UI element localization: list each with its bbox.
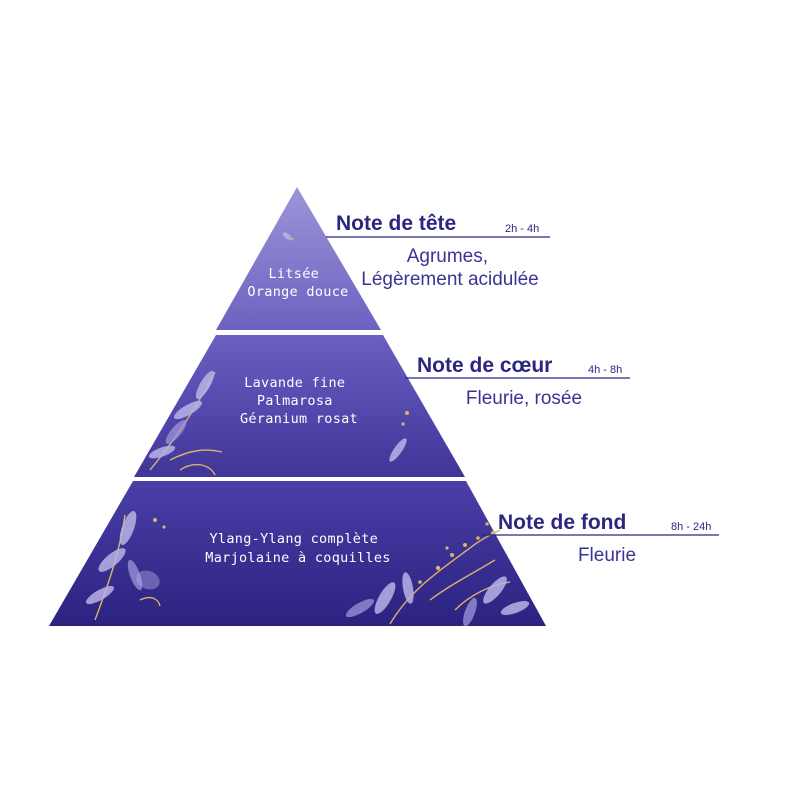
ingredient: Litsée <box>268 266 319 282</box>
leaf-sprig-icon <box>148 370 409 476</box>
ingredient: Marjolaine à coquilles <box>205 550 390 566</box>
note-title: Note de fond <box>498 511 626 534</box>
gold-branch-icon <box>469 522 501 549</box>
note-title: Note de tête <box>336 212 456 235</box>
gold-branch-icon <box>85 510 530 626</box>
ingredient: Géranium rosat <box>240 411 358 427</box>
tier-top-ingredients: Litsée Orange douce <box>247 266 348 300</box>
note-title: Note de cœur <box>417 354 552 377</box>
ingredient: Ylang-Ylang complète <box>210 531 379 547</box>
tier-middle <box>134 335 465 477</box>
note-description: Fleurie <box>578 545 636 566</box>
note-duration: 4h - 8h <box>588 364 622 376</box>
tier-middle-ingredients: Lavande fine Palmarosa Géranium rosat <box>240 375 358 427</box>
leaf-sprig-icon <box>282 232 294 241</box>
tier-top <box>216 187 381 330</box>
note-description: Agrumes, Légèrement acidulée <box>361 246 538 290</box>
note-duration: 2h - 4h <box>505 223 539 235</box>
ingredient: Lavande fine <box>244 375 345 391</box>
tier-bottom-ingredients: Ylang-Ylang complète Marjolaine à coquil… <box>205 531 390 566</box>
tier-bottom <box>49 481 546 626</box>
ingredient: Palmarosa <box>257 393 333 409</box>
note-description: Fleurie, rosée <box>466 388 582 409</box>
note-duration: 8h - 24h <box>671 521 711 533</box>
ingredient: Orange douce <box>247 284 348 300</box>
